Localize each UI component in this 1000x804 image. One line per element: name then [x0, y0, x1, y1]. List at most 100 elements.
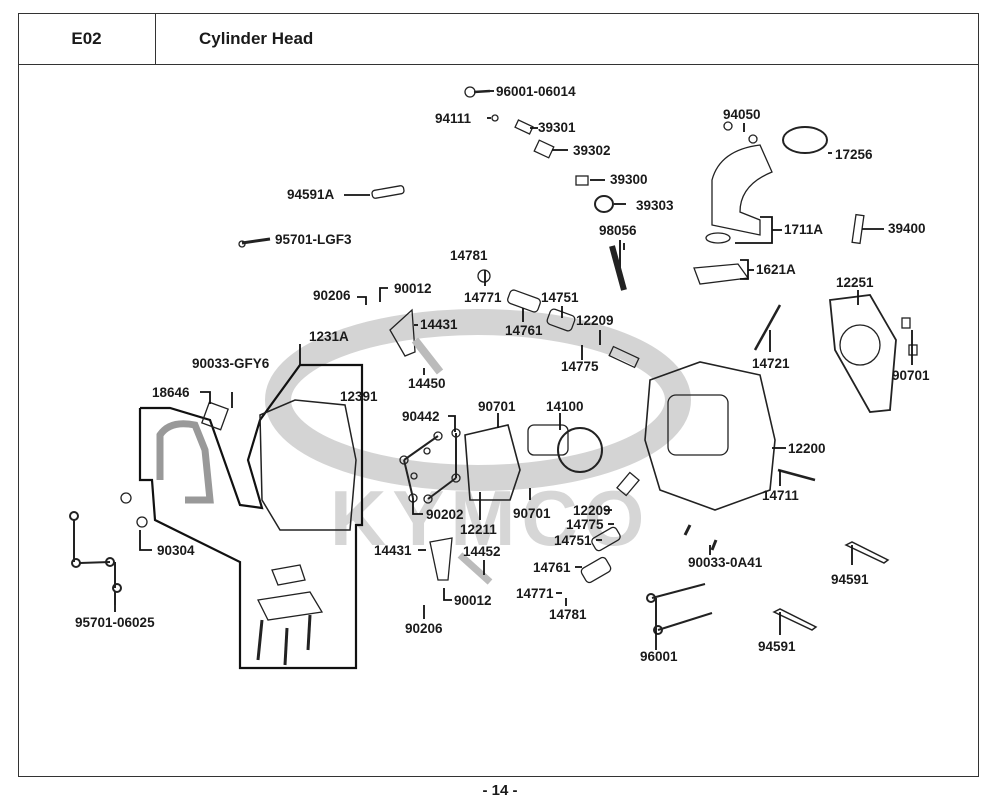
part-label[interactable]: 12391 — [340, 389, 378, 404]
nuts-90442-90202 — [399, 428, 461, 504]
rocker-arm-14431-lower — [429, 537, 453, 581]
part-label[interactable]: 39300 — [610, 172, 648, 187]
spark-plug-98056 — [609, 245, 627, 291]
spring-14751-lower — [591, 526, 621, 552]
part-label[interactable]: 98056 — [599, 223, 637, 238]
plate-part — [608, 345, 640, 369]
part-label[interactable]: 17256 — [835, 147, 873, 162]
part-label[interactable]: 95701-06025 — [75, 615, 155, 630]
cylinder-head-12200 — [644, 361, 776, 511]
part-label[interactable]: 94050 — [723, 107, 761, 122]
part-label[interactable]: 94111 — [435, 111, 472, 126]
part-label[interactable]: 39301 — [538, 120, 576, 135]
valve-14721 — [753, 304, 782, 351]
sensor-39400 — [851, 213, 865, 245]
clamp-17256 — [782, 126, 828, 154]
part-label[interactable]: 14761 — [533, 560, 571, 575]
shaft-14452 — [457, 552, 493, 585]
part-label[interactable]: 12251 — [836, 275, 874, 290]
part-label[interactable]: 12209 — [576, 313, 614, 328]
bolts-95701-06025 — [69, 511, 122, 605]
part-label[interactable]: 14771 — [464, 290, 502, 305]
valve-14711 — [777, 468, 816, 482]
part-label[interactable]: 39303 — [636, 198, 674, 213]
part-label[interactable]: 90701 — [513, 506, 551, 521]
gasket-18646 — [201, 401, 229, 431]
part-label[interactable]: 14431 — [374, 543, 412, 558]
part-label[interactable]: 90033-0A41 — [688, 555, 763, 570]
part-label[interactable]: 90701 — [478, 399, 516, 414]
head-cover-12391 — [259, 399, 357, 531]
cover-group-outline — [138, 363, 364, 670]
rocker-holder-12211 — [464, 424, 521, 501]
part-label[interactable]: 90206 — [405, 621, 443, 636]
part-label[interactable]: 95701-LGF3 — [275, 232, 352, 247]
part-label[interactable]: 14721 — [752, 356, 790, 371]
part-label[interactable]: 14761 — [505, 323, 543, 338]
part-label[interactable]: 14751 — [554, 533, 592, 548]
part-label[interactable]: 14450 — [408, 376, 446, 391]
dowel-90701 — [901, 317, 911, 329]
part-94591a — [371, 185, 405, 199]
part-label[interactable]: 90304 — [157, 543, 195, 558]
part-label[interactable]: 1711A — [784, 222, 824, 237]
part-label[interactable]: 90033-GFY6 — [192, 356, 270, 371]
spring-14751 — [546, 308, 576, 332]
head-gasket-12251 — [829, 294, 897, 413]
part-label[interactable]: 39400 — [888, 221, 926, 236]
part-label[interactable]: 94591 — [831, 572, 869, 587]
part-label[interactable]: 14775 — [561, 359, 599, 374]
diagram-frame — [18, 13, 979, 777]
part-label[interactable]: 14431 — [420, 317, 458, 332]
leader-lines — [114, 90, 913, 650]
part-label[interactable]: 1621A — [756, 262, 796, 277]
part-label[interactable]: 90442 — [402, 409, 440, 424]
part-label[interactable]: 1231A — [309, 329, 349, 344]
part-label[interactable]: 14751 — [541, 290, 579, 305]
part-39302 — [533, 139, 555, 159]
spring-14761 — [507, 289, 541, 313]
part-label[interactable]: 12209 — [573, 503, 611, 518]
part-label[interactable]: 96001 — [640, 649, 678, 664]
part-label[interactable]: 14711 — [762, 488, 799, 503]
part-label[interactable]: 14781 — [450, 248, 488, 263]
part-label[interactable]: 14781 — [549, 607, 587, 622]
guide-94591-b — [772, 608, 818, 631]
part-label[interactable]: 39302 — [573, 143, 611, 158]
part-39300 — [575, 175, 589, 186]
part-label[interactable]: 14775 — [566, 517, 604, 532]
page-number: - 14 - — [482, 782, 518, 799]
bolt-95701-lgf3 — [238, 237, 271, 248]
part-label[interactable]: 90012 — [454, 593, 492, 608]
nut-90304 — [120, 492, 132, 504]
part-label[interactable]: 12200 — [788, 441, 826, 456]
spring-14761-lower — [580, 556, 612, 584]
part-label[interactable]: 12211 — [460, 522, 497, 537]
part-label[interactable]: 90012 — [394, 281, 432, 296]
part-label[interactable]: 94591 — [758, 639, 796, 654]
nut-94050 — [723, 121, 733, 131]
cover-base — [257, 591, 324, 621]
washer-94111 — [491, 114, 499, 122]
part-label[interactable]: 94591A — [287, 187, 335, 202]
part-label[interactable]: 14100 — [546, 399, 584, 414]
plate-part-lower — [616, 471, 640, 497]
part-39301 — [514, 119, 534, 135]
intake-manifold-1711a — [711, 144, 773, 236]
insulator-1621a — [693, 263, 750, 285]
cover-plate — [271, 564, 306, 586]
section-code: E02 — [18, 13, 156, 65]
part-label[interactable]: 90202 — [426, 507, 464, 522]
breather-pipe — [156, 420, 214, 504]
watermark-text: KYMCO — [330, 474, 650, 562]
part-label[interactable]: 14452 — [463, 544, 501, 559]
page-title: Cylinder Head — [156, 13, 979, 65]
part-label[interactable]: 90206 — [313, 288, 351, 303]
pins-90033-0a41 — [683, 524, 718, 551]
part-label[interactable]: 18646 — [152, 385, 190, 400]
guide-94591-a — [844, 541, 890, 564]
rocker-arm-14431 — [389, 308, 416, 357]
part-label[interactable]: 14771 — [516, 586, 554, 601]
part-label[interactable]: 90701 — [892, 368, 930, 383]
part-label[interactable]: 96001-06014 — [496, 84, 576, 99]
